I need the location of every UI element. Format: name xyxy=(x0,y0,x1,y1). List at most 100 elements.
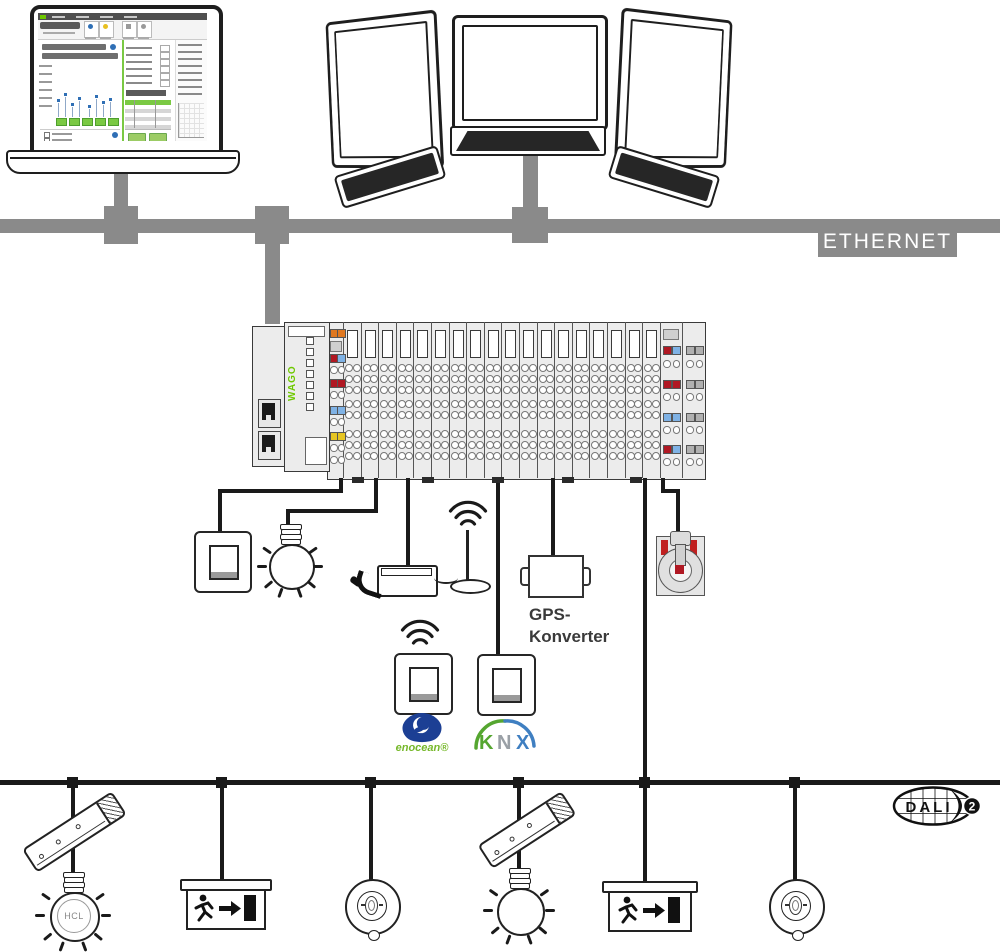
toolbar-icon-label xyxy=(123,37,134,39)
bulb-ray xyxy=(263,579,274,589)
terminal-contact xyxy=(345,411,353,419)
terminal-contact xyxy=(546,441,555,449)
terminal-contact xyxy=(598,411,607,419)
rocker-shadow xyxy=(211,572,237,578)
form-label xyxy=(126,61,152,63)
io-module xyxy=(395,322,414,478)
special-module-led xyxy=(672,346,681,355)
special-module-led xyxy=(672,445,681,454)
special-module-contact xyxy=(663,393,671,401)
terminal-contact xyxy=(352,441,361,449)
terminal-contact xyxy=(433,364,441,372)
io-module xyxy=(360,322,379,478)
chart-green-block xyxy=(95,118,106,126)
terminal-contact xyxy=(345,364,353,372)
io-module-slot xyxy=(646,330,658,358)
wall-switch-icon xyxy=(194,531,252,593)
enocean-logo xyxy=(402,712,442,743)
terminal-contact xyxy=(405,411,414,419)
laptop xyxy=(0,0,250,180)
plc-label-window xyxy=(288,326,325,337)
ethernet-port-notch xyxy=(266,415,271,420)
bulb-ray xyxy=(505,933,512,945)
sensor-ring xyxy=(357,891,387,921)
chart-row-label xyxy=(39,65,52,67)
end-module-led xyxy=(695,380,704,389)
din-clip xyxy=(422,477,434,483)
terminal-contact xyxy=(405,430,414,438)
toolbar-icon-label xyxy=(85,37,96,39)
chart-marker xyxy=(102,101,105,104)
end-module-led xyxy=(685,346,695,355)
bulb-ray xyxy=(95,891,105,901)
terminal-contact xyxy=(528,441,537,449)
bulb-ray xyxy=(93,931,104,941)
terminal-contact xyxy=(387,452,396,460)
din-clip xyxy=(352,477,364,483)
ethernet-stem-laptop xyxy=(114,170,128,220)
plc-status-led xyxy=(306,370,314,378)
rocker-shadow xyxy=(494,695,520,701)
io-module-slot xyxy=(628,330,640,358)
toolbar-icon-glyph xyxy=(88,24,93,29)
chart-stem xyxy=(79,101,80,117)
table-row xyxy=(125,125,171,130)
bulb-ray xyxy=(35,913,45,917)
io-module-slot xyxy=(487,330,499,358)
sensor-tick xyxy=(785,904,789,906)
terminal-contact xyxy=(345,452,353,460)
terminal-contact xyxy=(510,430,519,438)
dali-drop xyxy=(793,783,797,880)
terminal-contact xyxy=(405,375,414,383)
chart-marker xyxy=(88,105,91,108)
presence-sensor-icon xyxy=(769,879,825,941)
chart-marker xyxy=(57,99,60,102)
terminal-contact xyxy=(493,364,502,372)
chart-stem xyxy=(65,97,66,117)
terminal-contact xyxy=(651,400,660,408)
green-button xyxy=(149,133,167,141)
cable-to-reel xyxy=(661,489,680,493)
form-label xyxy=(126,47,152,49)
bulb-ray xyxy=(545,908,555,912)
terminal-contact xyxy=(352,364,361,372)
bulb-ray xyxy=(537,925,548,935)
terminal-contact xyxy=(433,411,441,419)
terminal-contact xyxy=(433,386,441,394)
chart-row-label xyxy=(39,97,52,99)
terminal-contact xyxy=(651,452,660,460)
driver-screw xyxy=(54,838,62,846)
terminal-contact xyxy=(598,375,607,383)
terminal-contact xyxy=(651,441,660,449)
terminal-contact xyxy=(581,375,590,383)
chart-stem xyxy=(110,102,111,117)
terminal-contact xyxy=(651,375,660,383)
antenna-mast xyxy=(466,530,469,584)
bulb-ray xyxy=(306,579,317,589)
sensor-tick xyxy=(379,904,383,906)
cable-to-switch xyxy=(339,478,343,493)
bulb-ray xyxy=(42,931,53,941)
terminal-contact xyxy=(510,375,519,383)
supply-module-contact xyxy=(337,418,345,426)
supply-module-contact xyxy=(330,391,338,399)
terminal-contact xyxy=(563,452,572,460)
terminal-contact xyxy=(433,375,441,383)
monitor-right-screen xyxy=(624,18,724,159)
special-module-contact xyxy=(663,426,671,434)
supply-module-led xyxy=(337,329,346,338)
cable-to-switch xyxy=(218,489,343,493)
terminal-contact xyxy=(609,400,617,408)
end-module-led xyxy=(685,413,695,422)
chart-green-block xyxy=(56,118,67,126)
terminal-contact xyxy=(422,375,431,383)
chart-marker xyxy=(109,98,112,101)
terminal-contact xyxy=(609,452,617,460)
terminal-contact xyxy=(528,386,537,394)
plc-status-led xyxy=(306,359,314,367)
terminal-contact xyxy=(609,430,617,438)
dali-logo-text: DALI xyxy=(906,799,953,816)
toolbar-icon-label xyxy=(100,37,111,39)
terminal-contact xyxy=(521,400,529,408)
